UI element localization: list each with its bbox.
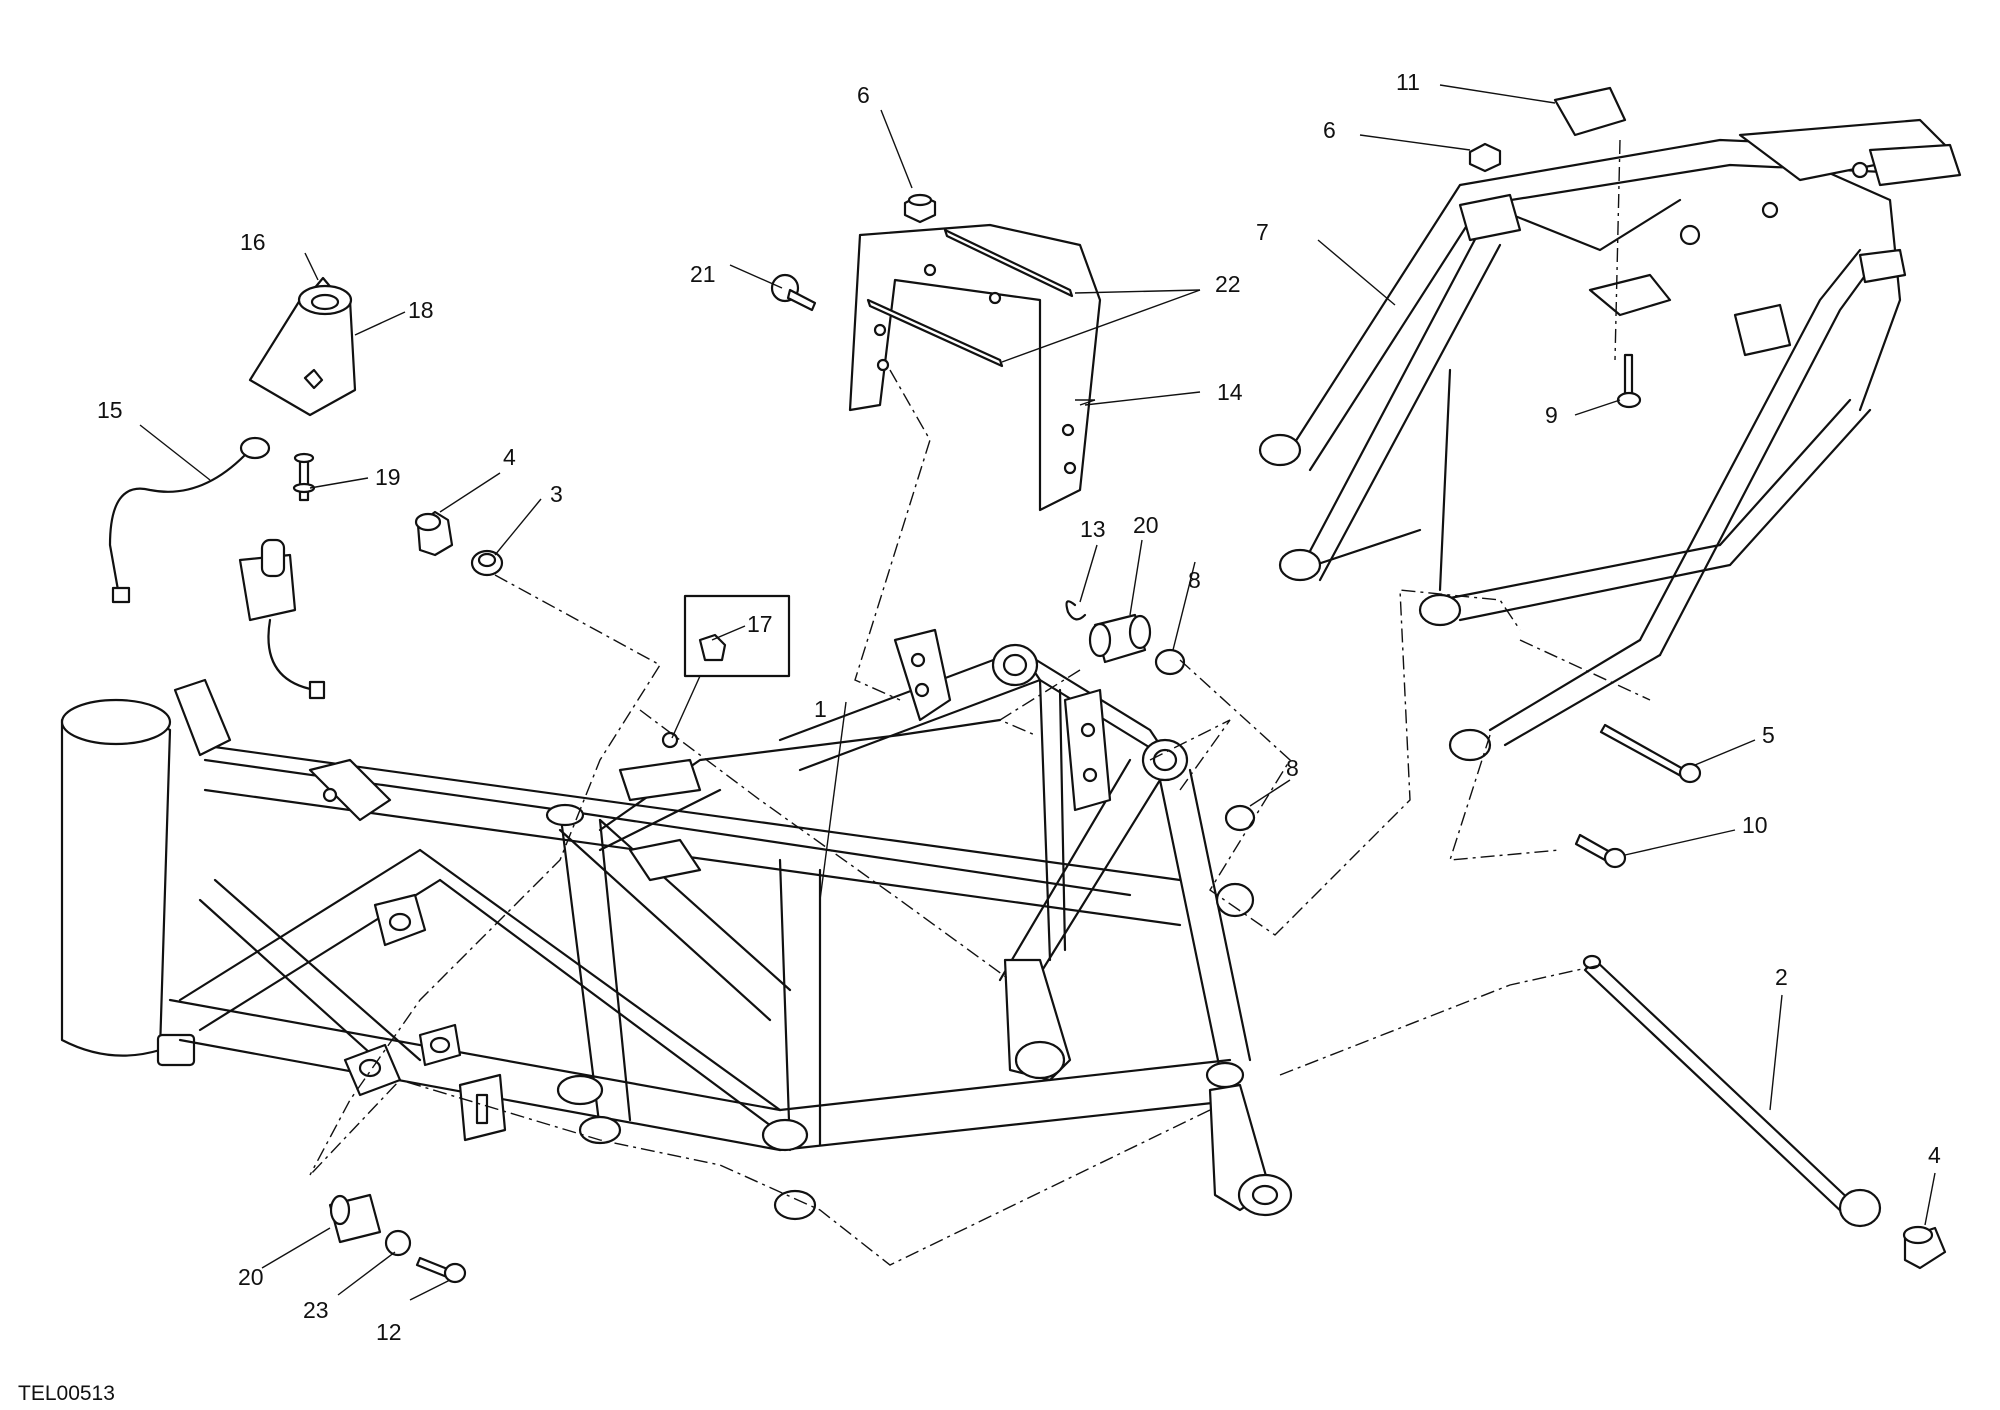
bush-4b bbox=[1902, 1225, 1947, 1270]
callout-23: 23 bbox=[303, 1297, 329, 1323]
callout-5: 5 bbox=[1762, 722, 1775, 748]
bolt-21 bbox=[770, 273, 817, 312]
callout-17: 17 bbox=[747, 611, 773, 637]
callout-8a: 8 bbox=[1188, 567, 1201, 593]
callout-4a: 4 bbox=[503, 444, 516, 470]
callout-6a: 6 bbox=[857, 82, 870, 108]
main-trellis-frame bbox=[60, 628, 1293, 1221]
rear-subframe bbox=[1258, 118, 1962, 762]
callout-18: 18 bbox=[408, 297, 434, 323]
rubber-strip-22a bbox=[943, 228, 1074, 298]
bolt-9 bbox=[1616, 353, 1642, 409]
bolt-5 bbox=[1599, 723, 1702, 784]
spacer-20a bbox=[1088, 613, 1152, 664]
sensor-15 bbox=[108, 436, 326, 700]
leader-lines bbox=[139, 84, 1936, 1301]
callout-11: 11 bbox=[1396, 69, 1420, 95]
callout-7: 7 bbox=[1256, 219, 1269, 245]
swingarm-axle-2 bbox=[1582, 954, 1882, 1228]
callout-15: 15 bbox=[97, 397, 123, 423]
bush-3 bbox=[470, 549, 504, 577]
callout-1: 1 bbox=[814, 696, 827, 722]
tank-support-bracket bbox=[848, 223, 1102, 512]
drawing-code: TEL00513 bbox=[18, 1382, 115, 1405]
callout-20b: 20 bbox=[238, 1264, 264, 1290]
pad-11 bbox=[1553, 86, 1627, 137]
callout-2: 2 bbox=[1775, 964, 1788, 990]
rubber-strip-22b bbox=[866, 298, 1004, 368]
callout-21: 21 bbox=[690, 261, 716, 287]
detail-box-17 bbox=[683, 594, 791, 678]
callout-10: 10 bbox=[1742, 812, 1768, 838]
callout-13: 13 bbox=[1080, 516, 1106, 542]
steering-cover-18 bbox=[248, 284, 357, 417]
nut-6b bbox=[1468, 142, 1502, 173]
callout-labels: 1 2 3 4 4 5 6 6 7 8 8 9 10 11 12 13 14 1… bbox=[97, 69, 1941, 1345]
callout-4b: 4 bbox=[1928, 1142, 1941, 1168]
callout-16: 16 bbox=[240, 229, 266, 255]
bolt-12 bbox=[415, 1256, 467, 1284]
callout-3: 3 bbox=[550, 481, 563, 507]
callout-8b: 8 bbox=[1286, 755, 1299, 781]
callout-9: 9 bbox=[1545, 402, 1558, 428]
assembly-dashed-lines bbox=[309, 139, 1651, 1266]
callout-14: 14 bbox=[1217, 379, 1243, 405]
pin-19 bbox=[292, 452, 316, 502]
callout-20a: 20 bbox=[1133, 512, 1159, 538]
callout-22: 22 bbox=[1215, 271, 1241, 297]
bolt-10 bbox=[1574, 833, 1627, 869]
callout-19: 19 bbox=[375, 464, 401, 490]
callout-12: 12 bbox=[376, 1319, 402, 1345]
spacer-20b bbox=[328, 1193, 382, 1244]
bush-4a bbox=[414, 510, 454, 557]
nut-8a bbox=[1154, 648, 1186, 676]
callout-6b: 6 bbox=[1323, 117, 1336, 143]
circlip-13 bbox=[1065, 600, 1087, 621]
nut-6a-top bbox=[907, 193, 933, 207]
washer-23 bbox=[384, 1229, 412, 1257]
